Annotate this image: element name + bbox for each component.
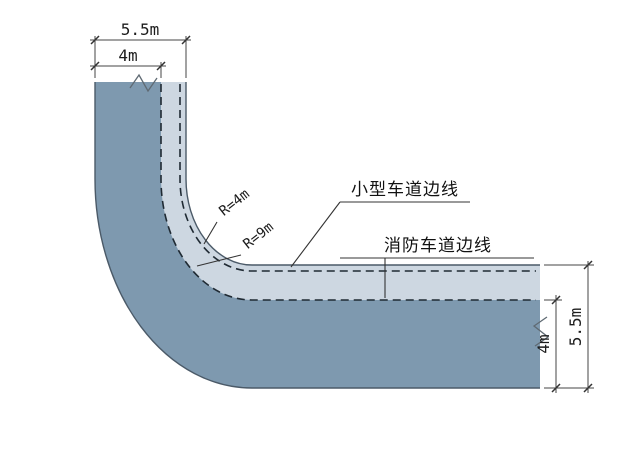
label-small-vehicle-lane: 小型车道边线 — [351, 180, 459, 199]
dimension-label-right-outer: 5.5m — [566, 308, 585, 347]
dimension-extension-lines-top — [94, 36, 187, 78]
dimension-label-right-inner: 4m — [534, 334, 553, 353]
leader-fire-lane — [340, 257, 534, 298]
dimension-label-top-outer: 5.5m — [121, 20, 160, 39]
label-fire-lane: 消防车道边线 — [384, 236, 492, 255]
dimension-line-right-4m — [551, 295, 561, 393]
leader-radius-4m — [203, 221, 218, 245]
fire-lane-edge-dashed-line — [160, 84, 536, 301]
break-mark-top — [129, 73, 158, 93]
dimension-line-top-5-5m — [90, 35, 191, 45]
dimension-extension-lines-right — [544, 264, 594, 389]
break-mark-right — [532, 316, 550, 347]
fire-lane-surface — [95, 82, 540, 388]
dimension-line-top-4m — [90, 61, 166, 71]
radius-label-fire-lane: R=9m — [240, 219, 276, 252]
dimension-line-right-5-5m — [583, 260, 593, 393]
road-inner-edge — [185, 82, 540, 266]
radius-label-small-lane: R=4m — [216, 186, 252, 219]
leader-small-vehicle-lane — [290, 201, 470, 268]
leader-radius-9m — [196, 254, 242, 267]
dimension-label-top-inner: 4m — [118, 46, 137, 65]
road-outer-edge — [94, 82, 540, 389]
small-vehicle-lane-edge-dashed-line — [179, 84, 536, 272]
